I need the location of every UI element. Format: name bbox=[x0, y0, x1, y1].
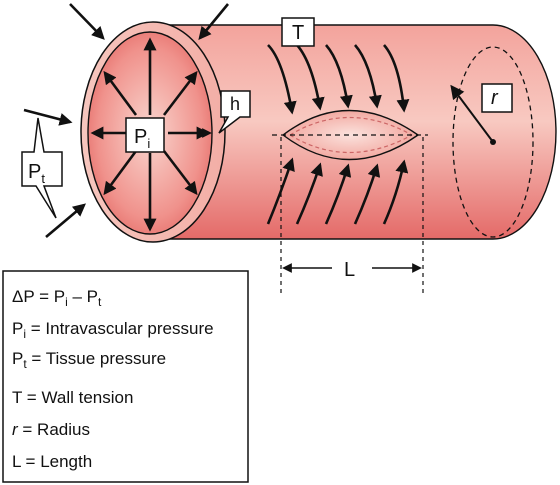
legend-box: ΔP = Pi – Pt Pi = Intravascular pressure… bbox=[2, 270, 249, 483]
length-dimension bbox=[280, 137, 424, 296]
legend-r: r = Radius bbox=[12, 420, 90, 439]
legend-t: T = Wall tension bbox=[12, 388, 133, 407]
label-h: h bbox=[196, 90, 251, 138]
legend-pt: Pt = Tissue pressure bbox=[12, 349, 166, 371]
wall-opening bbox=[272, 109, 428, 161]
label-l: L bbox=[344, 259, 355, 281]
legend-l: L = Length bbox=[12, 452, 92, 471]
svg-text:Pt: Pt bbox=[28, 161, 45, 186]
legend-delta-p: ΔP = Pi – Pt bbox=[12, 287, 102, 309]
tension-arrows-top bbox=[267, 44, 410, 115]
svg-text:r: r bbox=[491, 87, 499, 109]
tissue-pressure-arrows bbox=[23, 3, 230, 238]
radius-arrow bbox=[450, 84, 496, 145]
label-pi: Pi bbox=[125, 117, 165, 153]
pressure-arrows bbox=[90, 37, 210, 232]
label-r: r bbox=[481, 83, 513, 113]
label-t: T bbox=[281, 17, 315, 47]
svg-text:h: h bbox=[230, 94, 240, 114]
label-pt: Pt bbox=[21, 117, 63, 219]
svg-text:L: L bbox=[344, 259, 355, 281]
tension-arrows-bottom bbox=[266, 157, 409, 225]
legend-pi: Pi = Intravascular pressure bbox=[12, 319, 214, 341]
svg-text:Pi: Pi bbox=[134, 126, 150, 151]
far-end-opening bbox=[452, 46, 534, 238]
svg-text:T: T bbox=[292, 22, 304, 44]
